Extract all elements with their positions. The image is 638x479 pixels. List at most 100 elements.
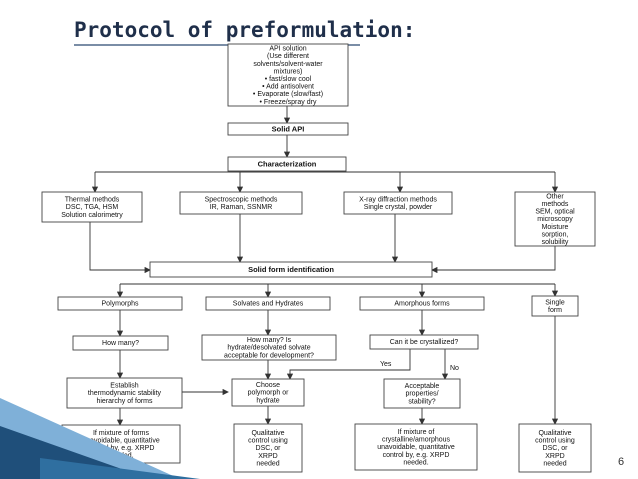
node-box <box>227 122 349 136</box>
node-text-line: • Evaporate (slow/fast) <box>253 91 323 98</box>
node-text-line: sorption, <box>542 231 569 238</box>
edge-cryst-yes <box>286 349 411 380</box>
node-text-line: • Freeze/spray dry <box>260 99 317 106</box>
node-text-line: SEM, optical <box>535 209 575 216</box>
node-box <box>72 335 169 351</box>
node-text-line: DSC, or <box>543 445 569 452</box>
node-text-line: Thermal methods <box>65 197 120 204</box>
node-polymorphs: Polymorphs <box>57 296 183 311</box>
node-text-line: mixtures) <box>274 68 303 75</box>
node-text-line: acceptable for development? <box>224 352 314 359</box>
node-text-line: Solid form identification <box>248 265 334 274</box>
edges: Yes No <box>89 106 559 426</box>
node-text-line: How many? <box>102 340 139 347</box>
edge-thermal-to-id <box>89 222 151 274</box>
node-box <box>227 156 347 172</box>
node-text-line: control by, e.g. XRPD <box>383 452 450 459</box>
node-text-line: API solution <box>269 46 306 53</box>
node-text-line: • Add antisolvent <box>262 84 314 91</box>
edge-other-to-id <box>431 246 556 274</box>
node-box <box>531 295 579 317</box>
node-box <box>354 423 478 471</box>
node-text-line: Choose <box>256 382 280 389</box>
node-mixture-cryst: If mixture ofcrystalline/amorphousunavoi… <box>354 423 478 471</box>
node-box <box>359 296 485 311</box>
node-box <box>233 423 303 473</box>
node-box <box>231 378 305 407</box>
node-text-line: (Use different <box>267 53 309 60</box>
node-text-line: control using <box>535 438 575 445</box>
ribbon-mid <box>40 458 200 479</box>
node-text-line: properties/ <box>405 391 438 398</box>
node-text-line: Qualitative <box>251 430 284 437</box>
node-text-line: form <box>548 307 562 314</box>
node-text-line: unavoidable, quantitative <box>82 437 160 444</box>
node-box <box>227 43 349 107</box>
node-box <box>514 191 596 247</box>
node-text-line: hierarchy of forms <box>96 398 153 405</box>
node-text-line: hydrate <box>256 397 279 404</box>
node-text-line: • fast/slow cool <box>265 76 312 83</box>
node-box <box>383 378 461 409</box>
node-text-line: Can it be crystallized? <box>390 339 459 346</box>
node-solid-form-id: Solid form identification <box>149 261 433 278</box>
node-text-line: Single crystal, powder <box>364 204 433 211</box>
node-text-line: XRPD <box>545 453 564 460</box>
node-box <box>205 296 331 311</box>
corner-ribbon-decoration <box>0 398 200 479</box>
node-text-line: Solvates and Hydrates <box>233 301 304 308</box>
node-box <box>149 261 433 278</box>
node-text-line: Solid API <box>272 125 305 134</box>
node-text-line: If mixture of forms <box>93 430 150 437</box>
node-crystallized: Can it be crystallized? <box>369 334 479 350</box>
node-text-line: control using <box>248 438 288 445</box>
node-text-line: crystalline/amorphous <box>382 437 451 444</box>
node-text-line: XRPD <box>258 453 277 460</box>
node-text-line: Establish <box>110 383 139 390</box>
node-box <box>201 334 337 361</box>
node-characterization: Characterization <box>227 156 347 172</box>
node-box <box>179 191 303 215</box>
node-text-line: Single <box>545 299 565 306</box>
page-number: 6 <box>618 456 625 468</box>
node-text-line: Moisture <box>542 224 569 231</box>
node-text-line: control by, e.g. XRPD <box>88 445 155 452</box>
node-text-line: unavoidable, quantitative <box>377 444 455 451</box>
node-box <box>41 191 143 223</box>
node-text-line: methods <box>542 201 569 208</box>
node-text-line: polymorph or <box>248 390 290 397</box>
node-text-line: Amorphous forms <box>394 301 450 308</box>
title-underline <box>74 44 360 46</box>
edge-label-no: No <box>450 365 459 372</box>
node-text-line: solvents/solvent-water <box>253 61 323 68</box>
node-text-line: thermodynamic stability <box>88 390 162 397</box>
node-text-line: Characterization <box>258 160 317 169</box>
node-text-line: Polymorphs <box>102 301 139 308</box>
node-box <box>369 334 479 350</box>
node-box <box>66 377 183 409</box>
slide-title: Protocol of preformulation: <box>74 18 416 42</box>
node-solvates: Solvates and Hydrates <box>205 296 331 311</box>
node-solid-api: Solid API <box>227 122 349 136</box>
node-text-line: Qualitative <box>538 430 571 437</box>
node-text-line: stability? <box>408 398 435 405</box>
node-text-line: Solution calorimetry <box>61 212 123 219</box>
ribbon-dark <box>0 426 150 479</box>
node-text-line: How many? Is <box>247 337 292 344</box>
node-text-line: needed <box>256 460 279 467</box>
node-text-line: DSC, or <box>256 445 282 452</box>
node-text-line: DSC, TGA, HSM <box>66 204 119 211</box>
edge-label-yes: Yes <box>380 361 392 368</box>
node-text-line: X-ray diffraction methods <box>359 196 437 203</box>
node-text-line: Acceptable <box>405 383 440 390</box>
node-text-line: If mixture of <box>398 429 435 436</box>
